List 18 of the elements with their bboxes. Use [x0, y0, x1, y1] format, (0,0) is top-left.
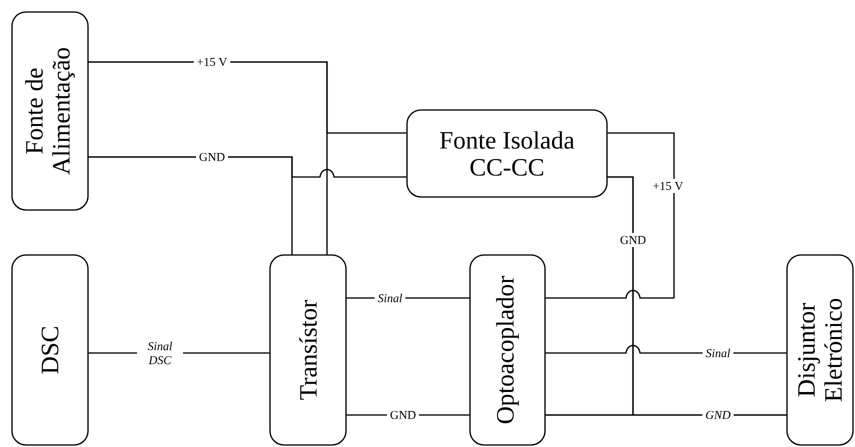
wire-label: GND	[702, 408, 734, 422]
block-box: Fonte Isolada CC-CC	[406, 109, 608, 198]
wire-label: GND	[196, 150, 228, 164]
block-box: Fonte de Alimentação	[11, 11, 89, 211]
wire-label: +15 V	[650, 178, 686, 194]
wire-label: Sinal DSC	[137, 338, 183, 368]
wire	[546, 132, 675, 299]
wire-label: GND	[617, 232, 649, 248]
block-box: DSC	[11, 254, 89, 446]
block-box: Optoacoplador	[469, 254, 546, 446]
wire	[88, 156, 406, 178]
block-box: Disjuntor Eletrónico	[786, 254, 854, 446]
wire-label: GND	[387, 408, 419, 422]
wire-label: Sinal	[702, 346, 734, 360]
wire-label: Sinal	[374, 290, 406, 306]
wire-label: +15 V	[194, 54, 230, 70]
wire	[88, 61, 328, 254]
block-box: Transístor	[269, 254, 347, 446]
